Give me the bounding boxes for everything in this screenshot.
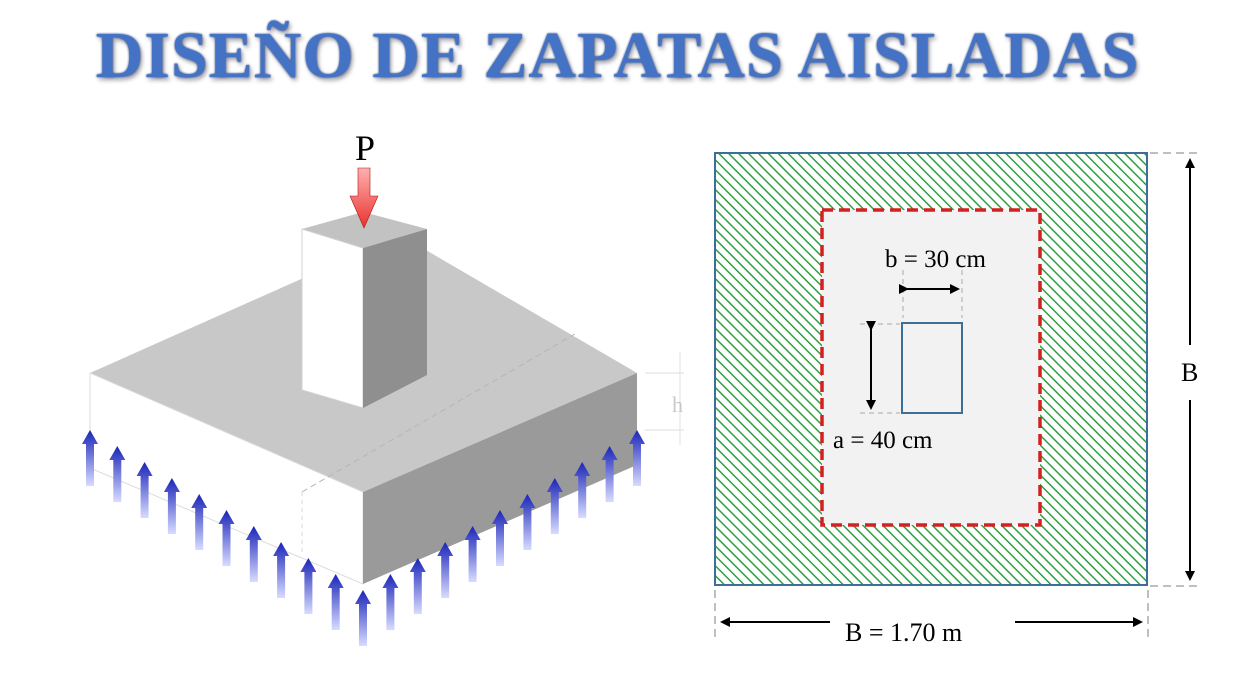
column-plan <box>901 322 963 414</box>
soil-arrow <box>136 462 153 518</box>
soil-arrow <box>546 478 563 534</box>
soil-arrow <box>245 526 262 582</box>
column-front-face <box>301 228 364 409</box>
height-label: h <box>672 392 683 417</box>
column-side-face <box>363 229 427 408</box>
isometric-footing: P h <box>82 128 684 646</box>
load-label: P <box>355 128 375 168</box>
plan-view: b = 30 cm a = 40 cm B B = 1.70 m <box>714 152 1200 647</box>
page-title: DISEÑO DE ZAPATAS AISLADAS <box>95 19 1140 92</box>
soil-arrow <box>629 430 645 486</box>
col-a-label: a = 40 cm <box>833 427 933 454</box>
column-top-face <box>302 212 427 248</box>
load-arrow <box>349 167 379 229</box>
soil-arrow <box>300 558 317 614</box>
soil-arrow <box>574 462 591 518</box>
soil-arrow <box>163 478 180 534</box>
col-b-label: b = 30 cm <box>885 246 986 273</box>
soil-arrow <box>327 574 344 630</box>
soil-arrow <box>109 446 126 502</box>
soil-arrow <box>355 590 371 646</box>
soil-arrow <box>218 510 235 566</box>
soil-arrow <box>464 526 481 582</box>
soil-arrow <box>601 446 618 502</box>
slab-side-face <box>363 373 637 584</box>
punching-perimeter <box>820 208 1042 527</box>
soil-arrow <box>409 558 426 614</box>
soil-arrow <box>492 510 508 566</box>
soil-arrow <box>82 430 98 486</box>
side-label: B <box>1181 358 1198 387</box>
soil-arrow <box>519 494 536 550</box>
soil-arrow <box>273 542 290 598</box>
width-label: B = 1.70 m <box>845 618 962 647</box>
soil-arrow <box>437 542 454 598</box>
top-centerline <box>301 333 576 493</box>
soil-arrow <box>382 574 399 630</box>
soil-arrow <box>191 494 208 550</box>
soil-reaction-arrows <box>82 430 645 646</box>
